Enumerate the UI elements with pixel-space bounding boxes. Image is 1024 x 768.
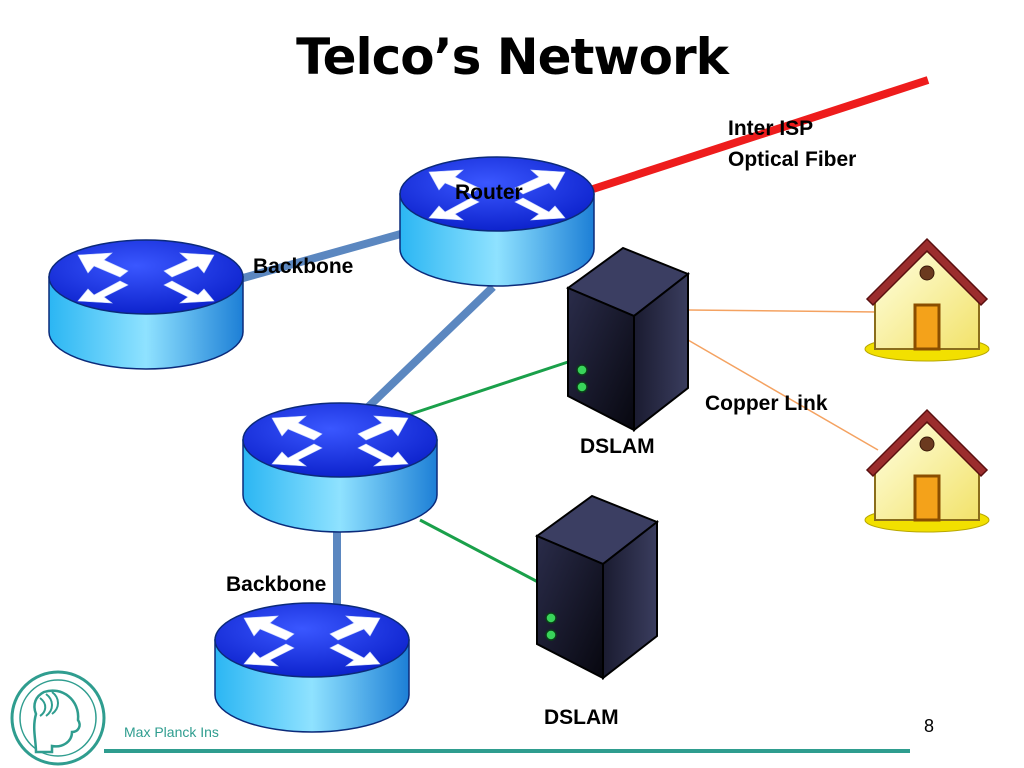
backbone-link-router-mid <box>362 284 496 413</box>
dslam-label-bottom: DSLAM <box>544 706 619 729</box>
copper-link-house-2 <box>687 339 879 451</box>
dslam-server-bottom <box>536 495 658 679</box>
page-number: 8 <box>924 716 935 736</box>
backbone-link-top <box>216 228 410 289</box>
dslam-label-top: DSLAM <box>580 435 655 458</box>
router-label: Router <box>455 181 523 204</box>
dslam-link-bottom <box>419 518 539 584</box>
backbone-label-bottom: Backbone <box>226 573 327 596</box>
router-left <box>48 239 244 370</box>
copper-link-label: Copper Link <box>705 392 828 415</box>
house-icon-1 <box>863 237 991 363</box>
inter-isp-label: Inter ISP <box>728 117 814 140</box>
optical-fiber-label: Optical Fiber <box>728 148 857 171</box>
footer-institute-text: Max Planck Ins <box>124 724 219 740</box>
router-bottom <box>214 602 410 733</box>
dslam-server-top <box>567 247 689 431</box>
copper-link-house-1 <box>687 309 879 313</box>
router-top <box>399 156 595 287</box>
slide-title: Telco’s Network <box>296 28 729 86</box>
house-icon-2 <box>863 408 991 534</box>
max-planck-logo <box>10 670 106 766</box>
dslam-link-top <box>407 360 569 417</box>
backbone-label-top: Backbone <box>253 255 354 278</box>
footer-divider <box>104 749 910 753</box>
inter-isp-fiber-link <box>588 76 930 194</box>
router-middle <box>242 402 438 533</box>
